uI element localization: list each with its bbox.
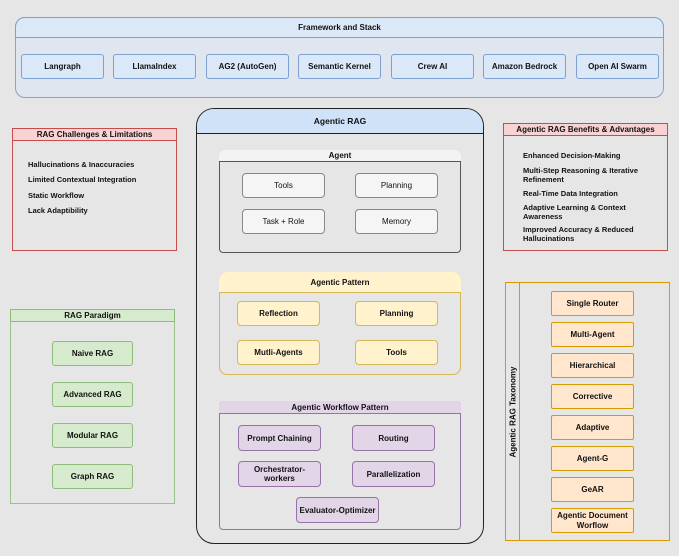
agentic-pattern-title: Agentic Pattern	[219, 272, 461, 293]
workflow-item-routing: Routing	[352, 425, 435, 451]
challenge-item: Static Workflow	[28, 191, 85, 200]
agent-item-planning: Planning	[355, 173, 438, 198]
challenge-item: Lack Adaptibility	[28, 206, 88, 215]
framework-item-llamaindex: LlamaIndex	[113, 54, 196, 79]
framework-item-amazon-bedrock: Amazon Bedrock	[483, 54, 566, 79]
taxonomy-item-corrective: Corrective	[551, 384, 634, 409]
paradigm-item-naive-rag: Naive RAG	[52, 341, 133, 366]
pattern-item-planning: Planning	[355, 301, 438, 326]
benefit-item: Enhanced Decision-Making	[523, 151, 621, 160]
framework-item-open-ai-swarm: Open AI Swarm	[576, 54, 659, 79]
taxonomy-item-hierarchical: Hierarchical	[551, 353, 634, 378]
pattern-item-multi-agents: Mutli-Agents	[237, 340, 320, 365]
workflow-item-evaluator-optimizer: Evaluator-Optimizer	[296, 497, 379, 523]
benefit-item: Adaptive Learning & Context Awareness	[523, 203, 626, 221]
benefits-panel	[503, 123, 668, 251]
challenge-item: Limited Contextual Integration	[28, 175, 137, 184]
benefits-title: Agentic RAG Benefits & Advantages	[503, 123, 668, 136]
taxonomy-item-single-router: Single Router	[551, 291, 634, 316]
benefit-item: Real-Time Data Integration	[523, 189, 618, 198]
agentic-rag-title: Agentic RAG	[197, 109, 483, 134]
taxonomy-title: Agentic RAG Taxonomy	[508, 366, 517, 457]
pattern-item-reflection: Reflection	[237, 301, 320, 326]
agent-panel	[219, 150, 461, 253]
framework-item-langraph: Langraph	[21, 54, 104, 79]
pattern-item-tools: Tools	[355, 340, 438, 365]
workflow-pattern-title: Agentic Workflow Pattern	[219, 401, 461, 414]
agent-title: Agent	[219, 150, 461, 162]
framework-item-semantic-kernel: Semantic Kernel	[298, 54, 381, 79]
taxonomy-item-gear: GeAR	[551, 477, 634, 502]
taxonomy-item-agentic-document-workflow: Agentic Document Worflow	[551, 508, 634, 533]
challenges-title: RAG Challenges & Limitations	[12, 128, 177, 141]
challenges-panel	[12, 128, 177, 251]
taxonomy-item-multi-agent: Multi-Agent	[551, 322, 634, 347]
taxonomy-item-adaptive: Adaptive	[551, 415, 634, 440]
challenge-item: Hallucinations & Inaccuracies	[28, 160, 135, 169]
framework-title: Framework and Stack	[15, 17, 664, 38]
agent-item-memory: Memory	[355, 209, 438, 234]
taxonomy-title-strip: Agentic RAG Taxonomy	[506, 283, 520, 540]
workflow-item-prompt-chaining: Prompt Chaining	[238, 425, 321, 451]
paradigm-title: RAG Paradigm	[10, 309, 175, 322]
paradigm-item-graph-rag: Graph RAG	[52, 464, 133, 489]
workflow-item-orchestrator-workers: Orchestrator-workers	[238, 461, 321, 487]
agent-item-tools: Tools	[242, 173, 325, 198]
workflow-item-parallelization: Parallelization	[352, 461, 435, 487]
framework-item-ag2: AG2 (AutoGen)	[206, 54, 289, 79]
paradigm-item-modular-rag: Modular RAG	[52, 423, 133, 448]
paradigm-item-advanced-rag: Advanced RAG	[52, 382, 133, 407]
benefit-item: Multi-Step Reasoning & Iterative Refinem…	[523, 166, 639, 184]
agent-item-task-role: Task + Role	[242, 209, 325, 234]
taxonomy-panel: Agentic RAG Taxonomy	[505, 282, 670, 541]
taxonomy-item-agent-g: Agent-G	[551, 446, 634, 471]
benefit-item: Improved Accuracy & Reduced Hallucinatio…	[523, 225, 634, 243]
framework-item-crew-ai: Crew AI	[391, 54, 474, 79]
